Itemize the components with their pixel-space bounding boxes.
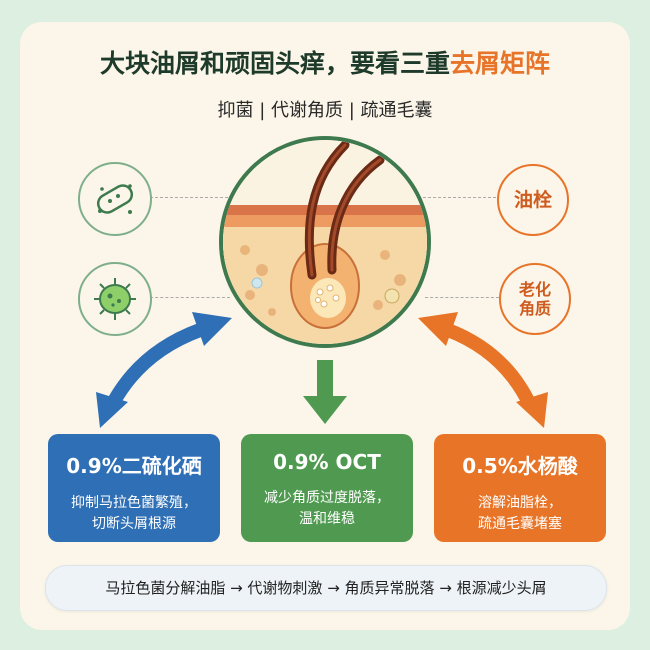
ingredient-description: 减少角质过度脱落， 温和维稳 [241, 488, 413, 530]
ingredient-desc-line: 溶解油脂栓， [478, 495, 562, 511]
ingredient-desc-line: 减少角质过度脱落， [264, 490, 390, 506]
connector-line [150, 297, 230, 298]
connector-line [425, 297, 499, 298]
microbe-icon-svg [94, 278, 136, 320]
green-arrow [303, 360, 347, 424]
microbe-icon [78, 262, 152, 336]
page-title: 大块油屑和顽固头痒，要看三重去屑矩阵 [0, 44, 650, 80]
bacteria-rod-icon-svg [96, 184, 134, 214]
ingredient-card-selenium: 0.9%二硫化硒 抑制马拉色菌繁殖， 切断头屑根源 [48, 434, 220, 542]
ingredient-name: 0.9%二硫化硒 [66, 454, 202, 478]
connector-line [150, 197, 238, 198]
ingredient-desc-line: 温和维稳 [299, 511, 355, 527]
title-accent: 去屑矩阵 [450, 49, 551, 78]
title-main: 大块油屑和顽固头痒，要看三重 [99, 49, 450, 78]
ingredient-desc-line: 疏通毛囊堵塞 [478, 516, 562, 532]
blue-arrow [96, 312, 232, 428]
aged-keratin-label-2: 角质 [518, 299, 551, 318]
ingredient-desc-line: 切断头屑根源 [92, 516, 176, 532]
ingredient-name: 0.9% OCT [273, 450, 381, 474]
bacteria-rod-icon [78, 162, 152, 236]
ingredient-description: 溶解油脂栓， 疏通毛囊堵塞 [434, 493, 606, 535]
mechanism-flow-banner: 马拉色菌分解油脂 → 代谢物刺激 → 角质异常脱落 → 根源减少头屑 [45, 565, 607, 611]
oil-plug-icon: 油栓 [497, 164, 569, 236]
ingredient-name: 0.5%水杨酸 [462, 454, 578, 478]
connector-line [418, 197, 496, 198]
ingredient-desc-line: 抑制马拉色菌繁殖， [71, 495, 197, 511]
aged-keratin-label-1: 老化 [518, 280, 551, 299]
subtitle: 抑菌 | 代谢角质 | 疏通毛囊 [217, 100, 433, 121]
aged-keratin-icon: 老化 角质 [499, 263, 571, 335]
orange-arrow [418, 312, 548, 428]
oil-plug-label: 油栓 [513, 189, 552, 211]
ingredient-card-oct: 0.9% OCT 减少角质过度脱落， 温和维稳 [241, 434, 413, 542]
ingredient-description: 抑制马拉色菌繁殖， 切断头屑根源 [48, 493, 220, 535]
ingredient-card-salicylic: 0.5%水杨酸 溶解油脂栓， 疏通毛囊堵塞 [434, 434, 606, 542]
